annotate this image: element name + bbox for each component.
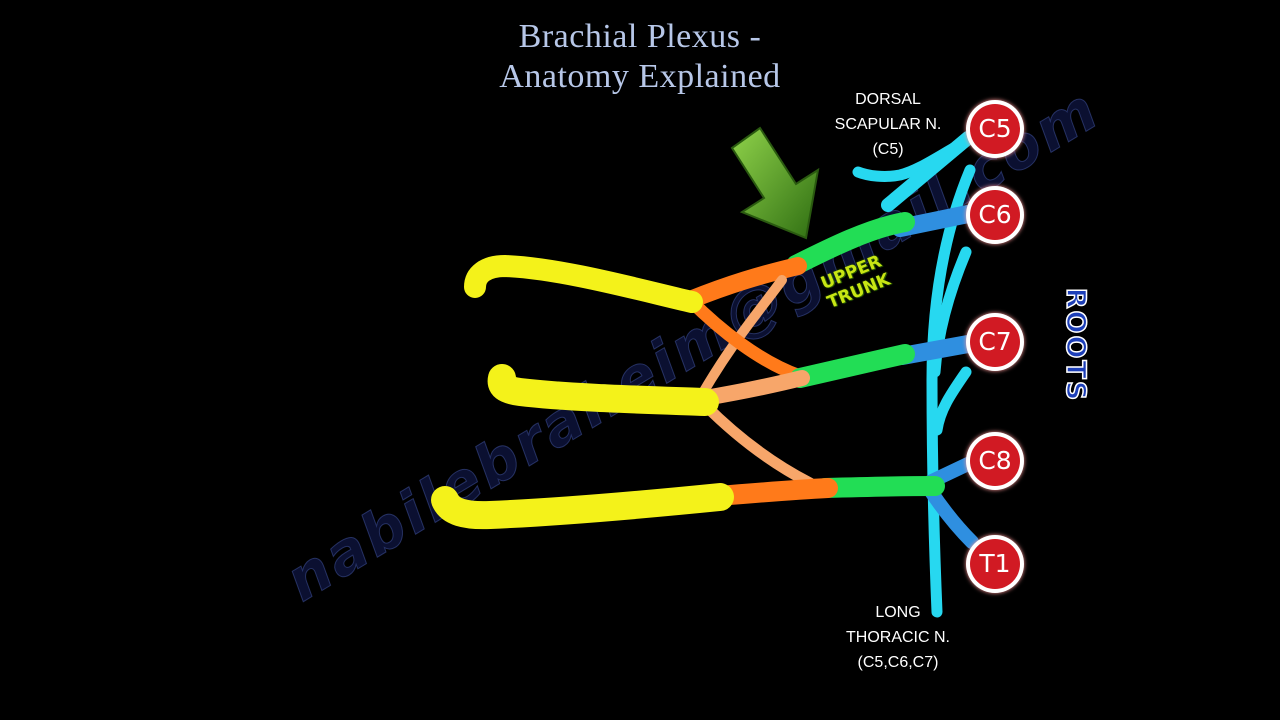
upper-trunk-anterior-crossover bbox=[683, 293, 807, 383]
dorsal-scapular-line-3: (C5) bbox=[872, 141, 904, 158]
root-t1: T1 bbox=[966, 535, 1024, 593]
c7-ramus bbox=[931, 366, 972, 436]
long-thoracic-main bbox=[926, 164, 976, 618]
roots-heading: ROOTS bbox=[1059, 287, 1092, 403]
medial-cord bbox=[431, 483, 734, 530]
root-c6: C6 bbox=[966, 186, 1024, 244]
long-thoracic-line-2: THORACIC N. bbox=[846, 629, 950, 646]
long-thoracic-label: LONG THORACIC N. (C5,C6,C7) bbox=[828, 600, 968, 675]
cords-group bbox=[431, 254, 734, 530]
dorsal-scapular-line-2: SCAPULAR N. bbox=[834, 116, 942, 133]
title-line-1: Brachial Plexus - bbox=[518, 18, 762, 55]
upper-trunk-anterior-division bbox=[681, 257, 807, 309]
root-c5: C5 bbox=[966, 100, 1024, 158]
posterior-cord bbox=[487, 364, 719, 416]
down-left-arrow-icon bbox=[730, 126, 820, 240]
lower-trunk-anterior-division bbox=[708, 478, 838, 506]
root-c8-label: C8 bbox=[970, 436, 1020, 486]
root-c5-label: C5 bbox=[970, 104, 1020, 154]
root-t1-label: T1 bbox=[970, 539, 1020, 589]
lateral-cord bbox=[464, 254, 703, 313]
middle-trunk bbox=[790, 344, 915, 388]
upper-trunk-group bbox=[681, 131, 977, 403]
root-c7: C7 bbox=[966, 313, 1024, 371]
dorsal-scapular-line-1: DORSAL bbox=[855, 91, 921, 108]
middle-trunk-division bbox=[697, 370, 810, 406]
upper-trunk bbox=[786, 212, 915, 275]
long-thoracic-line-1: LONG bbox=[875, 604, 921, 621]
c5-root-segment bbox=[881, 131, 975, 212]
dorsal-scapular-label: DORSAL SCAPULAR N. (C5) bbox=[828, 87, 948, 162]
title-line-2: Anatomy Explained bbox=[499, 58, 781, 95]
root-c7-label: C7 bbox=[970, 317, 1020, 367]
lower-trunk bbox=[815, 476, 945, 498]
root-c6-label: C6 bbox=[970, 190, 1020, 240]
root-c8: C8 bbox=[966, 432, 1024, 490]
lower-trunk-posterior-division bbox=[699, 399, 816, 489]
upper-trunk-posterior-division bbox=[695, 275, 787, 403]
long-thoracic-line-3: (C5,C6,C7) bbox=[857, 654, 939, 671]
